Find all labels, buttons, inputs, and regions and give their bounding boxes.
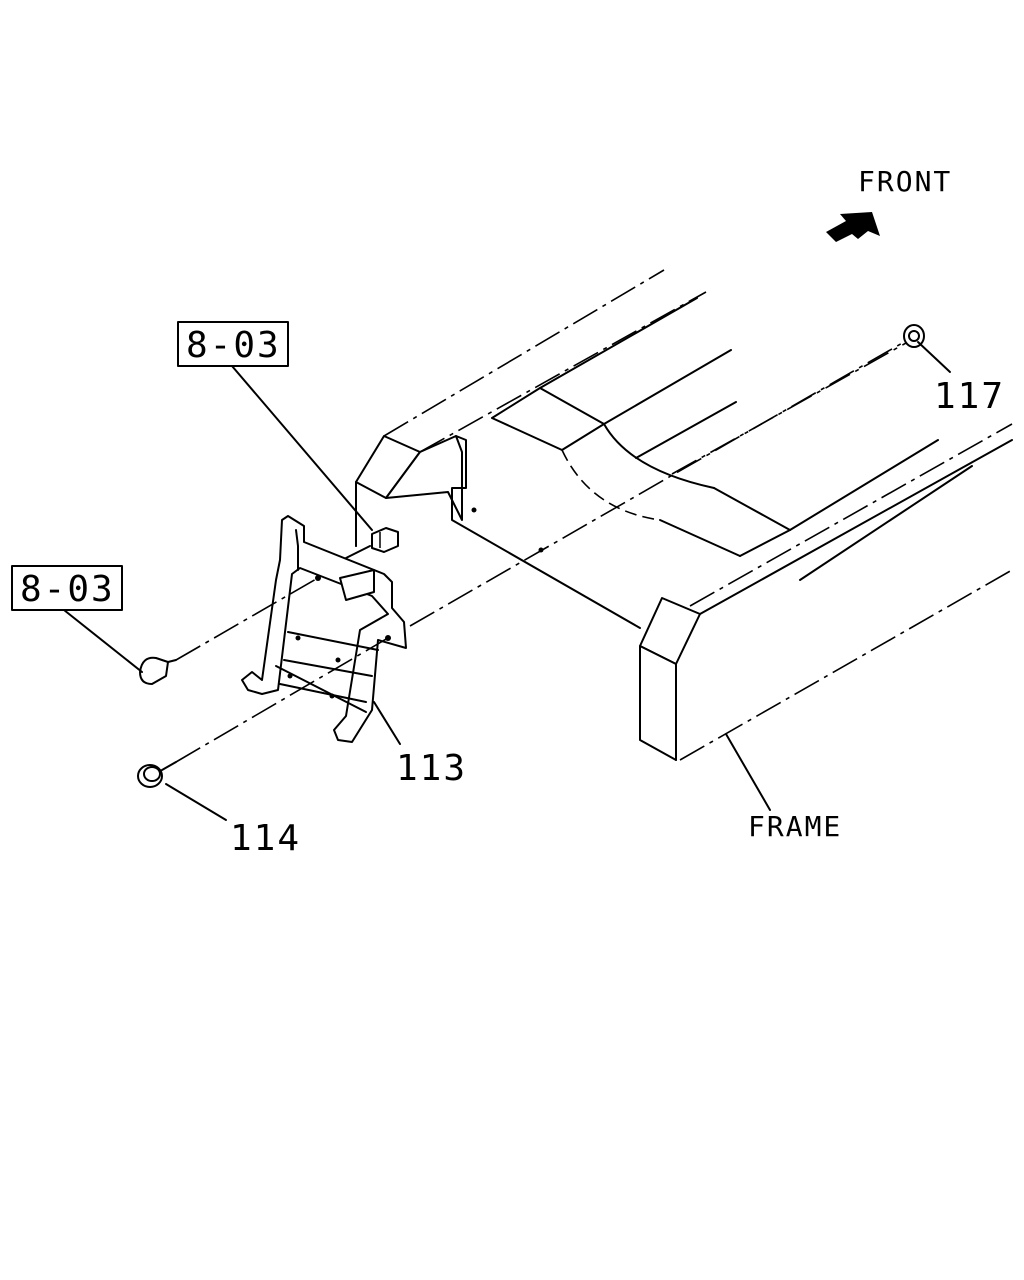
alignment-lines bbox=[175, 341, 905, 763]
clip-part bbox=[345, 527, 399, 559]
frame-lower-end bbox=[538, 439, 1013, 761]
frame-label: FRAME bbox=[748, 810, 842, 843]
ref-label-left[interactable]: 8-03 bbox=[20, 569, 115, 610]
ref-label-top[interactable]: 8-03 bbox=[186, 325, 281, 366]
part-number-113[interactable]: 113 bbox=[396, 748, 467, 789]
front-label: FRONT bbox=[858, 165, 952, 198]
bracket-113 bbox=[241, 515, 407, 743]
frame-crossmember bbox=[491, 387, 791, 557]
bolt-114-icon bbox=[137, 761, 177, 788]
ref-box-top bbox=[177, 321, 289, 367]
frame-rails bbox=[383, 269, 1013, 761]
front-arrow-icon bbox=[826, 212, 880, 242]
leader-lines bbox=[63, 341, 951, 821]
ref-box-left bbox=[11, 565, 123, 611]
part-number-117[interactable]: 117 bbox=[934, 376, 1005, 417]
nut-117-icon bbox=[903, 324, 925, 348]
plug-part-icon bbox=[139, 656, 177, 685]
frame-upper-end bbox=[355, 435, 641, 629]
part-number-114[interactable]: 114 bbox=[230, 818, 301, 859]
